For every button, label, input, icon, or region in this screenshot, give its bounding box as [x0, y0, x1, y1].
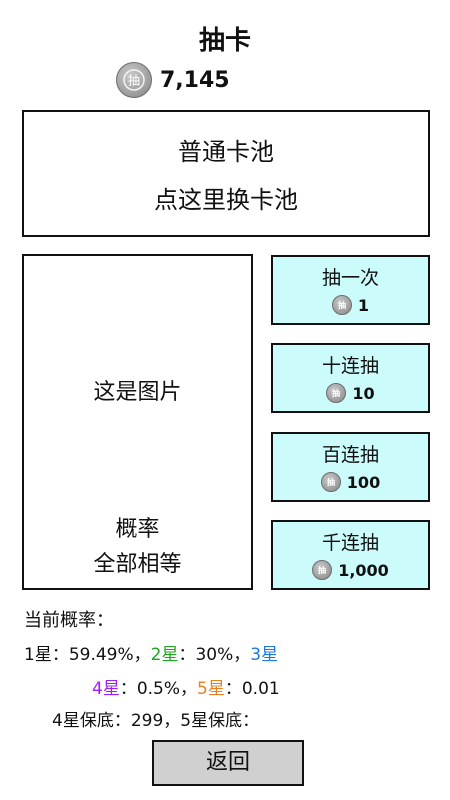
card-preview: 这是图片 概率 全部相等 [22, 254, 253, 590]
coin-icon: 抽 [326, 383, 347, 403]
cost-value: 10 [352, 383, 375, 403]
draw-hundred-button[interactable]: 百连抽 抽 100 [271, 432, 430, 502]
star4-value: 0.5% [136, 679, 181, 699]
star2-value: 30% [195, 645, 234, 665]
draw-once-button[interactable]: 抽一次 抽 1 [271, 255, 430, 325]
coin-icon: 抽 [116, 62, 152, 98]
rates-row-2: 4星：0.5%，5星：0.01 [92, 679, 280, 699]
draw-button-label: 十连抽 [321, 355, 379, 377]
star1-value: 59.49% [68, 645, 134, 665]
star5-label: 5星 [197, 679, 225, 699]
rates-row-1: 1星：59.49%，2星：30%，3星 [24, 645, 279, 665]
preview-image-label: 这是图片 [93, 380, 182, 405]
cost-value: 1 [357, 295, 370, 315]
draw-button-cost: 抽 100 [273, 472, 428, 492]
pool-name: 普通卡池 [178, 138, 274, 166]
star2-label: 2星 [150, 645, 179, 665]
draw-button-cost: 抽 1,000 [273, 560, 428, 580]
pity4-value: 299 [130, 711, 164, 731]
star1-label: 1星 [24, 645, 52, 665]
pity4-label: 4星保底 [52, 711, 114, 731]
star4-label: 4星 [92, 679, 120, 699]
draw-button-cost: 抽 10 [273, 383, 428, 403]
svg-text:抽: 抽 [332, 388, 340, 398]
draw-thousand-button[interactable]: 千连抽 抽 1,000 [271, 520, 430, 590]
draw-button-label: 百连抽 [321, 444, 379, 466]
star5-value: 0.01 [241, 679, 280, 699]
rates-title: 当前概率： [24, 610, 114, 631]
cost-value: 100 [346, 472, 381, 492]
probability-label: 概率 [115, 517, 160, 542]
pool-selector[interactable]: 普通卡池 点这里换卡池 [22, 110, 430, 237]
pool-switch-hint: 点这里换卡池 [154, 186, 298, 214]
svg-text:抽: 抽 [128, 74, 140, 88]
cost-value: 1,000 [338, 560, 389, 580]
fade-overlay [330, 630, 450, 740]
coin-icon: 抽 [320, 472, 341, 492]
rates-row-3: 4星保底：299，5星保底： [52, 711, 260, 731]
page-title: 抽卡 [198, 26, 251, 56]
coin-icon: 抽 [312, 560, 333, 580]
draw-button-label: 抽一次 [321, 267, 379, 289]
draw-button-label: 千连抽 [321, 532, 379, 554]
coin-balance: 抽 7,145 [116, 62, 230, 98]
svg-text:抽: 抽 [318, 565, 326, 575]
draw-ten-button[interactable]: 十连抽 抽 10 [271, 343, 430, 413]
draw-button-cost: 抽 1 [273, 295, 428, 315]
svg-text:抽: 抽 [327, 477, 335, 487]
svg-text:抽: 抽 [338, 300, 346, 310]
pity5-label: 5星保底 [180, 711, 243, 731]
star3-label: 3星 [250, 645, 279, 665]
probability-value: 全部相等 [93, 552, 182, 577]
coin-icon: 抽 [331, 295, 352, 315]
back-button[interactable]: 返回 [152, 740, 304, 786]
balance-value: 7,145 [160, 67, 230, 93]
